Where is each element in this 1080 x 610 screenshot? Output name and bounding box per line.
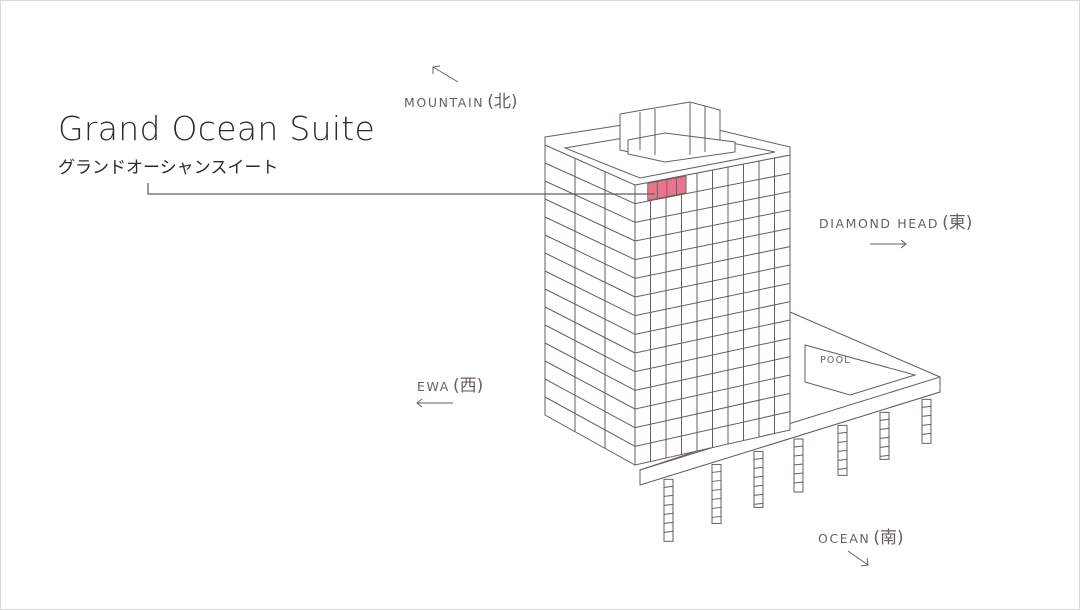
podium-column-band	[711, 470, 722, 473]
west-arrow-icon	[416, 398, 453, 408]
west-floor-line	[544, 162, 636, 205]
direction-east-kanji: (東)	[942, 213, 973, 233]
suite-unit	[666, 177, 677, 198]
podium-column-band	[879, 427, 890, 430]
west-floor-line	[544, 324, 636, 373]
podium-column-band	[879, 445, 890, 448]
direction-south-label: OCEAN	[818, 531, 871, 546]
podium-column-band	[837, 458, 848, 461]
west-floor-line	[544, 360, 636, 410]
south-arrow-icon	[847, 550, 869, 567]
direction-west-label: EWA	[417, 379, 450, 394]
podium-column-band	[663, 494, 674, 497]
podium-column-band	[753, 466, 764, 469]
tower-facade-grid	[544, 158, 791, 462]
suite-unit	[656, 179, 668, 199]
direction-north-label: MOUNTAIN	[404, 95, 485, 110]
west-floor-line	[544, 180, 636, 223]
podium-column-band	[793, 481, 804, 484]
direction-north-kanji: (北)	[487, 92, 518, 112]
east-arrow-icon	[870, 239, 907, 249]
pool-label: POOL	[820, 355, 851, 366]
podium-column-band	[753, 457, 764, 460]
west-floor-line	[544, 306, 636, 354]
podium-column-band	[753, 493, 764, 496]
podium-column	[879, 411, 890, 460]
podium-column-band	[793, 445, 804, 448]
direction-west: EWA(西)	[417, 371, 483, 396]
podium-column-band	[753, 502, 764, 505]
podium-column-band	[663, 503, 674, 506]
west-floor-line	[544, 252, 636, 298]
podium-column-band	[663, 521, 674, 524]
west-floor-line	[544, 396, 636, 447]
podium-column	[753, 450, 764, 508]
west-floor-line	[544, 234, 636, 279]
podium-column-band	[753, 484, 764, 487]
podium-column-band	[921, 423, 932, 426]
podium-column-band	[711, 506, 722, 509]
direction-west-kanji: (西)	[452, 376, 484, 396]
west-floor-line	[544, 288, 636, 335]
podium-column-band	[753, 475, 764, 478]
north-arrow-icon	[432, 65, 459, 83]
podium-column-band	[837, 467, 848, 470]
podium-column-band	[921, 432, 932, 435]
west-floor-line	[544, 198, 636, 242]
suite-subtitle: グランドオーシャンスイート	[58, 158, 279, 178]
podium-column-band	[921, 405, 932, 408]
podium-column-band	[879, 454, 890, 457]
west-floor-line	[544, 270, 636, 317]
direction-east: DIAMOND HEAD(東)	[819, 208, 972, 233]
west-floor-line	[544, 216, 636, 261]
podium-column-band	[879, 436, 890, 439]
podium-column-band	[793, 463, 804, 466]
west-floor-line	[544, 342, 636, 391]
west-floor-line	[544, 378, 636, 429]
grand-ocean-suite-highlight	[647, 175, 687, 201]
podium-column-band	[711, 497, 722, 500]
podium-column-band	[663, 530, 674, 533]
suite-unit	[647, 181, 658, 201]
direction-north: MOUNTAIN(北)	[404, 87, 517, 112]
podium-column-band	[711, 515, 722, 518]
podium-column-band	[663, 512, 674, 515]
direction-east-label: DIAMOND HEAD	[819, 216, 940, 231]
suite-leader-line	[147, 183, 655, 195]
tower	[544, 101, 791, 466]
suite-title: Grand Ocean Suite	[58, 109, 376, 148]
podium-column	[663, 478, 674, 542]
podium-column-band	[879, 418, 890, 421]
podium-column-band	[793, 472, 804, 475]
podium-column-band	[921, 414, 932, 417]
podium-column	[793, 438, 804, 493]
podium-column-band	[663, 485, 674, 488]
podium-columns	[663, 398, 932, 542]
podium-column	[711, 463, 722, 524]
podium-column	[921, 398, 932, 444]
direction-south-kanji: (南)	[873, 528, 904, 548]
suite-unit	[676, 175, 687, 196]
podium-column-band	[711, 488, 722, 491]
podium-column-band	[837, 440, 848, 443]
podium-column-band	[793, 454, 804, 457]
podium-column-band	[837, 449, 848, 452]
direction-south: OCEAN(南)	[818, 523, 904, 548]
podium-column-band	[711, 479, 722, 482]
podium-column-band	[837, 431, 848, 434]
